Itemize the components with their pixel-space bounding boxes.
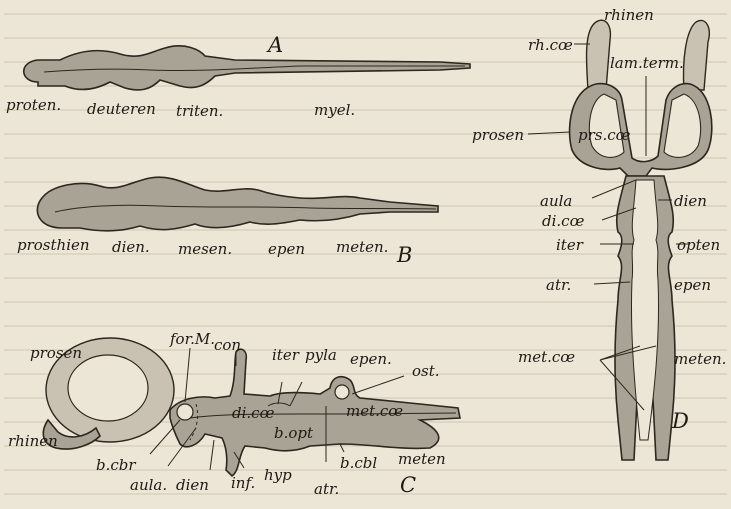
panel-c-foramen [177,404,193,420]
panel-c-prosen-cavity [68,355,148,421]
label-pyla: pyla [305,346,337,364]
label-di-coe-d: di.cœ [542,212,585,230]
panel-b-neural-tube [37,177,438,231]
label-prosen-c: prosen [30,344,82,362]
label-hyp: hyp [264,466,292,484]
panel-d: rhinen rh.cœ lam.term. prosen prs.cœ aul… [472,6,726,460]
label-rhinen-d: rhinen [604,6,654,24]
label-b-cbr: b.cbr [96,456,136,474]
label-meten-d: meten. [674,350,726,368]
label-proten: proten. [6,96,61,114]
label-myel: myel. [314,101,355,119]
panel-c-ost-recess [335,385,349,399]
label-triten: triten. [176,102,223,120]
label-met-coe-d: met.cœ [518,348,575,366]
label-deuteren: deuteren [87,100,156,118]
label-epen-b: epen [268,240,305,258]
label-di-coe-c: di.cœ [232,404,275,422]
panel-b-letter: B [396,243,412,267]
label-iter-d: iter [556,236,584,254]
label-b-cbl: b.cbl [340,454,377,472]
label-b-opt: b.opt [274,424,314,442]
panel-c-letter: C [400,473,416,497]
label-prs-coe: prs.cœ [578,126,631,144]
leader-ost [352,376,404,394]
label-dien-c: dien [176,476,209,494]
label-atr-c: atr. [314,480,339,498]
label-mesen: mesen. [178,240,232,258]
leader-dien [210,440,214,470]
label-prosen-d: prosen [472,126,524,144]
label-rhinen-c: rhinen [8,432,58,450]
label-aula-d: aula [540,192,572,210]
label-prosthien: prosthien [17,236,90,254]
panel-a-neural-tube [24,46,470,90]
label-dien-b: dien. [112,238,150,256]
label-atr-d: atr. [546,276,571,294]
label-epen-d: epen [674,276,711,294]
panel-b: B prosthien dien. mesen. epen meten. [17,177,438,267]
panel-c: prosen for.M. con iter pyla epen. ost. d… [8,330,460,498]
label-opten: opten [677,236,720,254]
label-epen-c: epen. [350,350,392,368]
panel-a-letter: A [266,33,283,57]
label-aula-c: aula. [130,476,167,494]
label-iter-c: iter [272,346,300,364]
label-for-m: for.M. [169,330,215,348]
label-con: con [214,336,241,354]
label-meten-c: meten [398,450,446,468]
panel-d-rhinen-right [684,20,710,90]
panel-d-letter: D [671,409,689,433]
label-met-coe-c: met.cœ [346,402,403,420]
label-ost: ost. [412,362,440,380]
label-meten-b: meten. [336,238,388,256]
label-dien-d: dien [674,192,707,210]
label-inf: inf. [231,474,255,492]
label-lam-term: lam.term. [610,54,684,72]
label-rh-coe: rh.cœ [528,36,573,54]
panel-a: A proten. deuteren triten. myel. [6,33,470,120]
panel-d-rhinen-left [586,20,610,90]
